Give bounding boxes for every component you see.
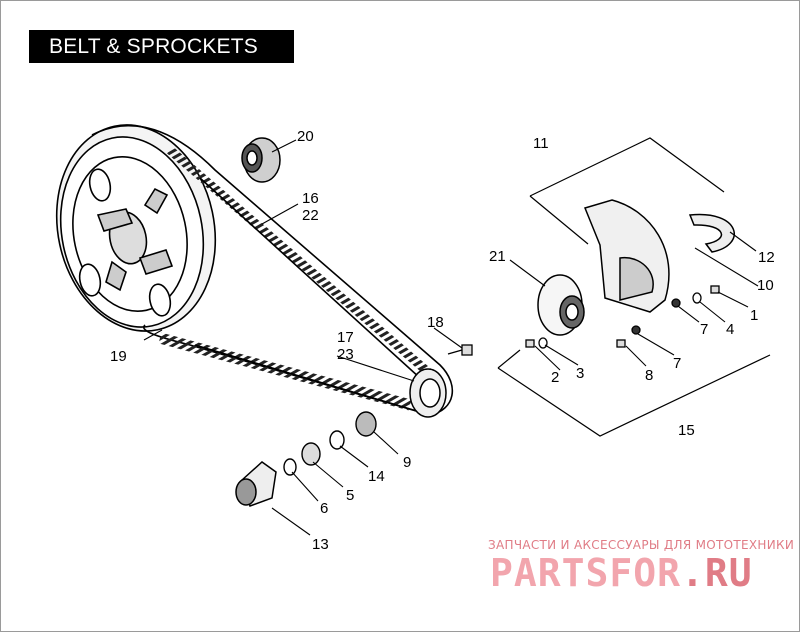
callout-18: 18: [427, 314, 444, 331]
callout-4: 4: [726, 321, 734, 338]
page-title: BELT & SPROCKETS: [29, 30, 294, 63]
callout-15: 15: [678, 422, 695, 439]
callout-16: 16: [302, 190, 319, 207]
leader-lines: [143, 139, 759, 536]
callout-23: 23: [337, 346, 354, 363]
group-brackets: [497, 137, 771, 437]
spacer-and-washers: [283, 411, 377, 476]
clip-and-insert: [688, 213, 735, 253]
callout-22: 22: [302, 207, 319, 224]
callout-20: 20: [297, 128, 314, 145]
callout-8: 8: [645, 367, 653, 384]
belt-guard-assembly: [537, 199, 670, 336]
watermark-logo-tld: .RU: [681, 551, 753, 595]
callout-1: 1: [750, 307, 758, 324]
watermark-logo: PARTSFOR.RU: [490, 551, 753, 595]
transmission-sprocket: [409, 368, 447, 418]
rear-pulley: [55, 124, 217, 332]
callout-14: 14: [368, 468, 385, 485]
bearing: [241, 137, 281, 183]
callout-2: 2: [551, 369, 559, 386]
callout-19: 19: [110, 348, 127, 365]
watermark-subtitle: ЗАПЧАСТИ И АКСЕССУАРЫ ДЛЯ МОТОТЕХНИКИ: [488, 538, 795, 552]
small-hardware: [525, 285, 720, 349]
callout-11: 11: [533, 135, 549, 152]
callout-10: 10: [757, 277, 774, 294]
watermark-logo-main: PARTSFOR: [490, 551, 682, 595]
bolt: [447, 344, 473, 356]
callout-13: 13: [312, 536, 329, 553]
mounting-bracket: [235, 461, 277, 507]
drive-belt: [91, 125, 454, 416]
callout-7a: 7: [700, 321, 708, 338]
callout-12: 12: [758, 249, 775, 266]
callout-5: 5: [346, 487, 354, 504]
callout-labels: 1 2 3 4 5 6 7 7 8 9 10 11 12 13 14 15 16…: [110, 128, 775, 553]
callout-9: 9: [403, 454, 411, 471]
callout-7b: 7: [673, 355, 681, 372]
callout-21: 21: [489, 248, 506, 265]
callout-17: 17: [337, 329, 354, 346]
callout-3: 3: [576, 365, 584, 382]
callout-6: 6: [320, 500, 328, 517]
